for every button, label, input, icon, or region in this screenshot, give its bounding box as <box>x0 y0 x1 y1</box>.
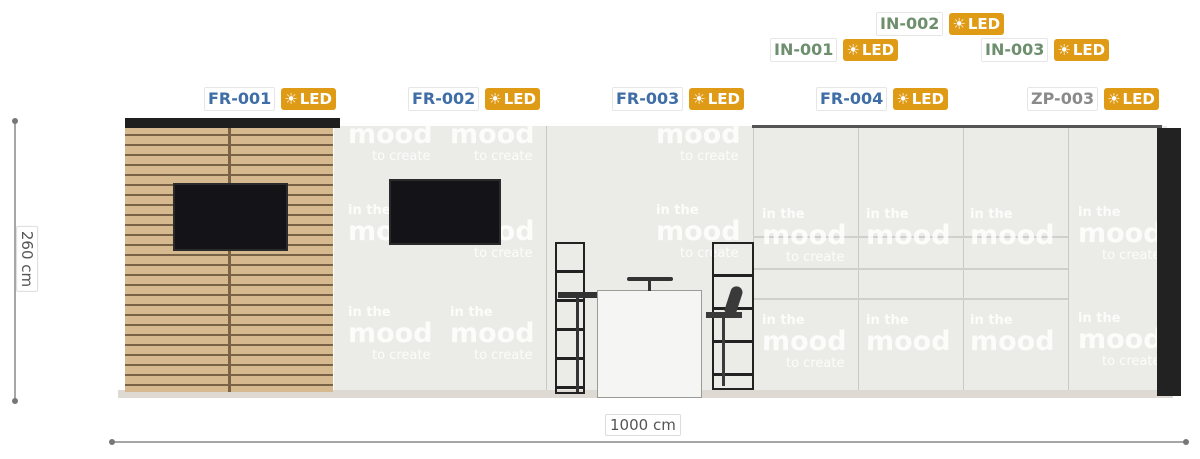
wall-seam <box>858 126 859 390</box>
led-badge: ☀LED <box>1104 88 1159 110</box>
bar-stool-left <box>558 292 598 392</box>
led-label: LED <box>967 15 1001 33</box>
led-tag-fr-003: FR-003☀LED <box>612 87 745 111</box>
sun-icon: ☀ <box>1107 90 1121 108</box>
bar-table-stem <box>648 281 651 291</box>
led-badge: ☀LED <box>949 13 1005 35</box>
wall-seam <box>963 126 964 390</box>
led-tag-fr-002: FR-002☀LED <box>408 87 541 111</box>
led-badge: ☀LED <box>893 88 949 110</box>
shelf-line <box>753 268 1068 270</box>
tag-code: IN-001 <box>770 38 838 62</box>
width-label: 1000 cm <box>605 414 681 436</box>
tag-code: FR-004 <box>816 87 888 111</box>
led-badge: ☀LED <box>1054 39 1110 61</box>
led-tag-in-001: IN-001☀LED <box>770 38 899 62</box>
tag-code: FR-001 <box>204 87 276 111</box>
led-tag-in-003: IN-003☀LED <box>981 38 1110 62</box>
led-label: LED <box>707 90 741 108</box>
led-tag-zp-003: ZP-003☀LED <box>1027 87 1159 111</box>
shelf-line <box>753 236 1068 238</box>
wood-slat-divider <box>228 126 231 392</box>
tv-screen-center <box>389 179 501 245</box>
sun-icon: ☀ <box>284 90 298 108</box>
width-dimension-line <box>109 439 1189 445</box>
tv-screen-left <box>173 183 288 251</box>
wall-seam <box>1068 126 1069 390</box>
led-badge: ☀LED <box>281 88 337 110</box>
bar-table-top <box>627 277 673 281</box>
sun-icon: ☀ <box>488 90 502 108</box>
led-label: LED <box>503 90 537 108</box>
sun-icon: ☀ <box>846 41 860 59</box>
led-label: LED <box>1122 90 1155 108</box>
height-dimension-line <box>12 118 18 404</box>
led-tag-fr-004: FR-004☀LED <box>816 87 949 111</box>
shelf-line <box>753 298 1068 300</box>
wood-slat-wall <box>125 126 333 392</box>
led-label: LED <box>861 41 895 59</box>
tag-code: FR-003 <box>612 87 684 111</box>
led-tag-in-002: IN-002☀LED <box>876 12 1005 36</box>
led-label: LED <box>299 90 333 108</box>
led-tag-fr-001: FR-001☀LED <box>204 87 337 111</box>
sun-icon: ☀ <box>952 15 966 33</box>
wood-wall-cap <box>125 118 340 128</box>
led-badge: ☀LED <box>485 88 541 110</box>
sun-icon: ☀ <box>1057 41 1071 59</box>
shelf-unit-left <box>555 242 585 394</box>
counter-desk <box>597 290 702 398</box>
bar-chair-right <box>704 284 745 386</box>
led-label: LED <box>1072 41 1106 59</box>
tag-code: FR-002 <box>408 87 480 111</box>
right-edge-post <box>1157 128 1181 396</box>
tag-code: ZP-003 <box>1027 87 1099 111</box>
right-wall-top-frame <box>752 125 1162 128</box>
led-label: LED <box>911 90 945 108</box>
height-label: 260 cm <box>16 225 39 293</box>
wall-seam <box>546 126 547 390</box>
sun-icon: ☀ <box>896 90 910 108</box>
sun-icon: ☀ <box>692 90 706 108</box>
tag-code: IN-003 <box>981 38 1049 62</box>
led-badge: ☀LED <box>689 88 745 110</box>
tag-code: IN-002 <box>876 12 944 36</box>
led-badge: ☀LED <box>843 39 899 61</box>
